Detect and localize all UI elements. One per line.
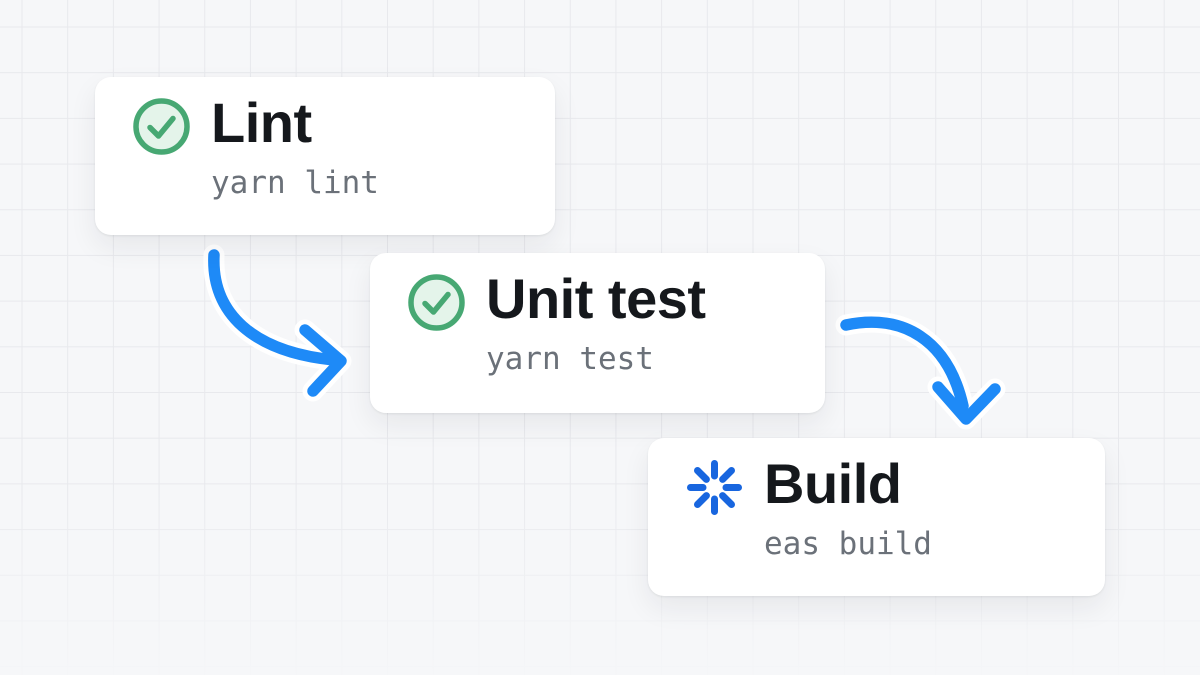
step-text: Lint yarn lint	[211, 91, 535, 202]
step-card-lint[interactable]: Lint yarn lint	[95, 77, 555, 235]
step-title: Build	[764, 452, 902, 515]
step-title: Lint	[211, 91, 312, 154]
arrow-lint-to-unit-test	[203, 244, 352, 402]
step-text: Unit test yarn test	[486, 267, 805, 378]
spinner-icon	[687, 460, 742, 515]
step-title: Unit test	[486, 267, 706, 330]
step-card-build[interactable]: Build eas build	[648, 438, 1105, 596]
check-circle-icon	[408, 274, 465, 331]
step-command: yarn lint	[211, 165, 379, 201]
step-command: eas build	[764, 526, 932, 562]
step-text: Build eas build	[764, 452, 1085, 563]
arrow-unit-test-to-build	[835, 311, 1006, 430]
step-card-unit-test[interactable]: Unit test yarn test	[370, 253, 825, 413]
check-circle-icon	[133, 98, 190, 155]
step-command: yarn test	[486, 341, 654, 377]
